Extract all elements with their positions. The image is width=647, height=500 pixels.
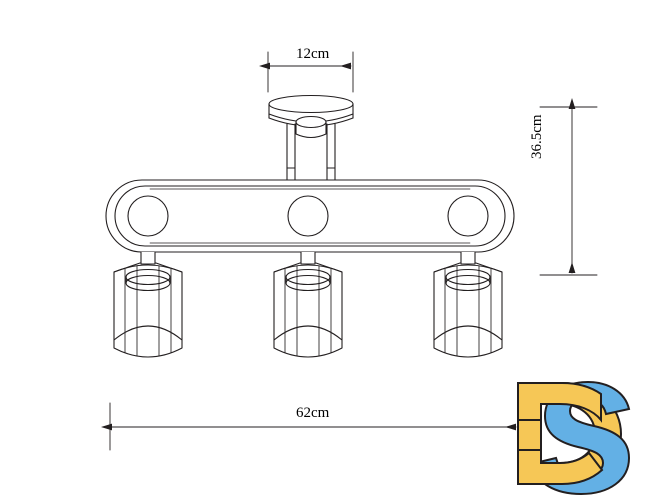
lamp-assembly-center bbox=[273, 251, 343, 358]
dimension-width-top bbox=[259, 51, 354, 93]
glass-shade bbox=[273, 264, 343, 358]
support-rods bbox=[286, 123, 336, 181]
ball-joints bbox=[127, 195, 489, 237]
dimension-label-height-right: 36.5cm bbox=[529, 114, 545, 159]
dimension-width-bottom bbox=[101, 402, 517, 451]
lamp-socket bbox=[460, 251, 476, 265]
lamp-assembly-left bbox=[113, 251, 183, 358]
glass-shade bbox=[113, 264, 183, 358]
lamp-socket bbox=[140, 251, 156, 265]
dimension-label-width-top: 12cm bbox=[296, 46, 330, 62]
glass-shade bbox=[433, 264, 503, 358]
logo-letter-d-overlap-lower bbox=[517, 449, 604, 485]
logo-letter-d-overlap bbox=[517, 382, 602, 423]
ceiling-canopy bbox=[268, 94, 354, 139]
ds-logo bbox=[517, 380, 631, 496]
lamp-socket bbox=[300, 251, 316, 265]
lamp-assembly-right bbox=[433, 251, 503, 358]
dimension-label-width-bottom: 62cm bbox=[296, 405, 330, 421]
dimension-height-right bbox=[539, 98, 598, 276]
